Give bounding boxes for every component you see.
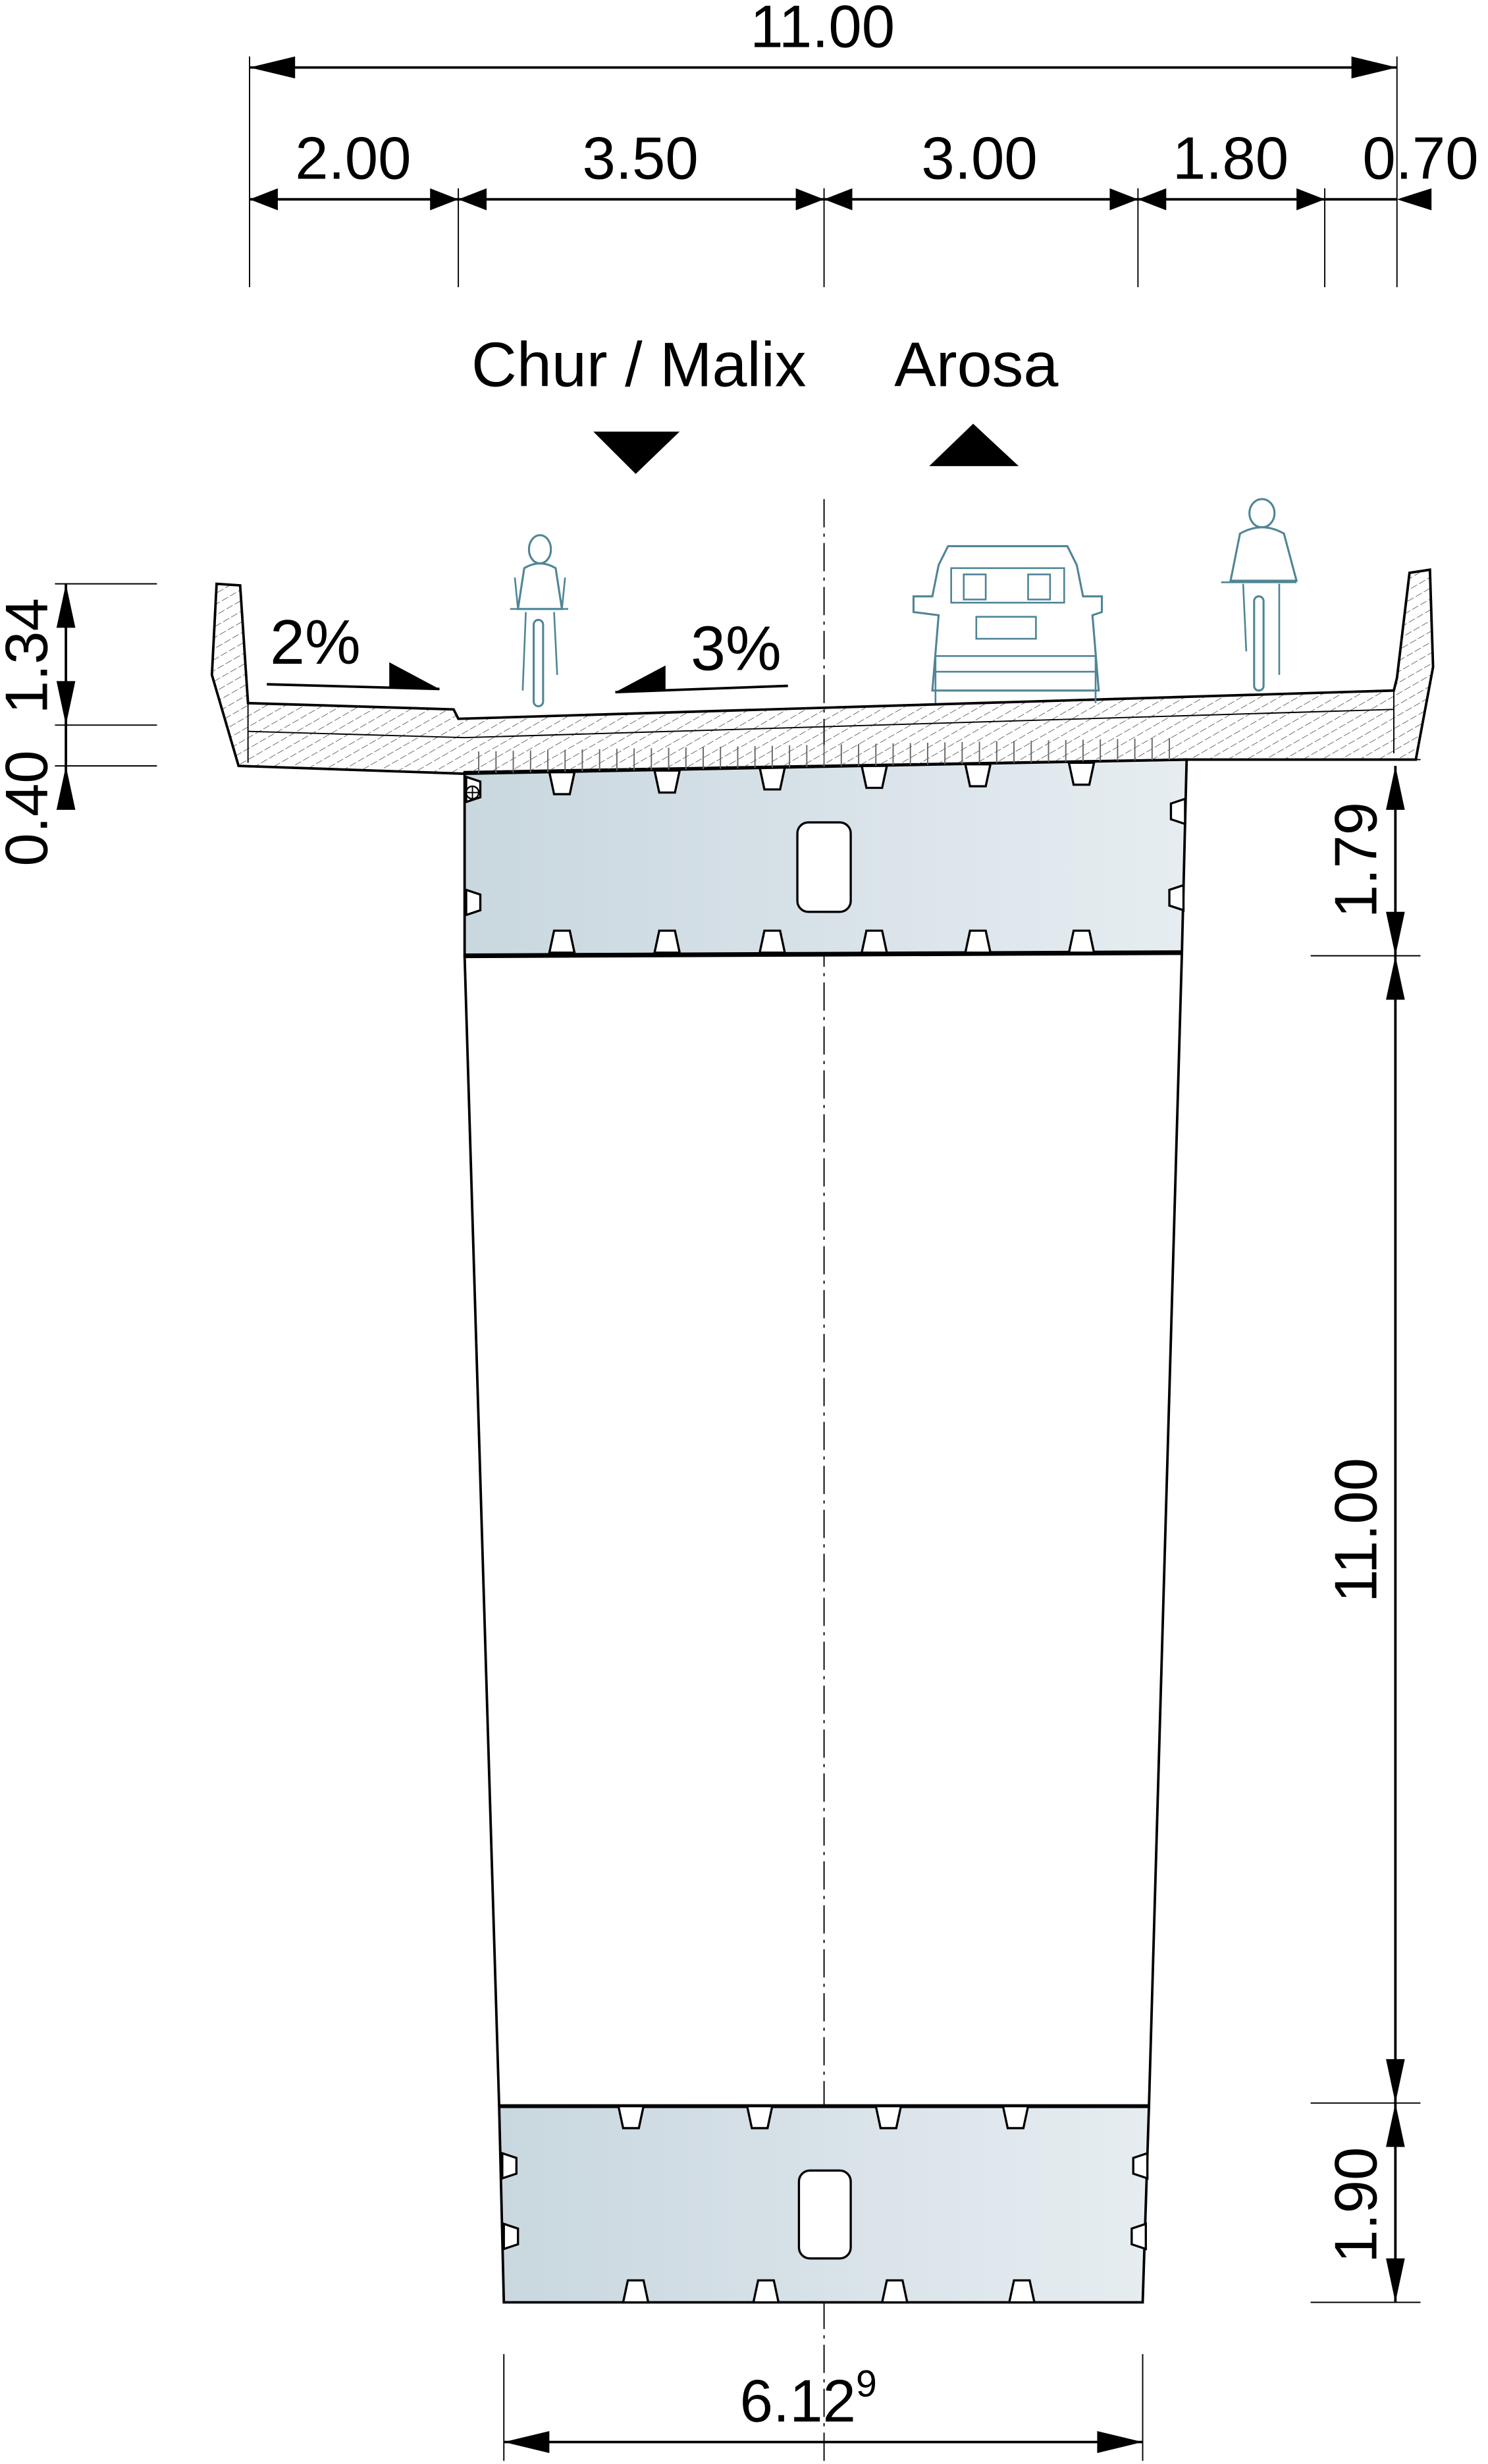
- deck-height-label: 1.34: [0, 598, 61, 714]
- arrowhead-icon: [1396, 188, 1432, 211]
- stiffener: [1169, 797, 1186, 826]
- cyclist-right-figure: [1221, 498, 1298, 692]
- stiffener: [964, 763, 992, 788]
- stiffener: [758, 929, 787, 954]
- stiffener: [874, 2104, 903, 2129]
- direction-arosa-label: Arosa: [894, 330, 1059, 400]
- direction-labels: Chur / Malix Arosa: [471, 330, 1059, 474]
- extension-lines: [249, 56, 1398, 288]
- arrowhead-icon: [430, 188, 459, 211]
- stiffener: [622, 2279, 650, 2304]
- segment-label: 3.00: [921, 126, 1037, 192]
- arrowhead-icon: [56, 766, 76, 810]
- stiffener: [1001, 2104, 1030, 2129]
- stiffener: [1132, 2151, 1149, 2180]
- slope-arrow-icon: [389, 662, 440, 689]
- stiffener: [1067, 929, 1096, 954]
- arrowhead-icon: [1138, 188, 1167, 211]
- car-rear-view-figure: [912, 545, 1103, 703]
- segment-label: 0.70: [1362, 126, 1478, 192]
- slab-thickness-label: 0.40: [0, 750, 61, 866]
- arrowhead-icon: [824, 188, 853, 211]
- stiffener: [548, 929, 576, 954]
- stiffener: [880, 2279, 909, 2304]
- segment-label: 1.80: [1173, 126, 1289, 192]
- triangle-up-icon: [929, 423, 1019, 466]
- stiffeners: [465, 761, 1186, 954]
- stiffeners: [501, 2104, 1149, 2304]
- lower-steel-box: [498, 2104, 1151, 2304]
- arrowhead-icon: [1109, 188, 1138, 211]
- stiffener: [465, 888, 482, 917]
- stiffener: [1168, 883, 1185, 912]
- slope-left-label: 2%: [270, 608, 361, 678]
- stiffener: [752, 2279, 780, 2304]
- access-opening: [796, 821, 852, 913]
- slope-indicators: 2% 3%: [267, 608, 788, 694]
- segment-label: 2.00: [295, 126, 411, 192]
- shear-connectors: [478, 737, 1171, 774]
- stiffener: [1067, 761, 1096, 786]
- access-opening: [797, 2169, 852, 2260]
- arrowhead-icon: [795, 188, 824, 211]
- cyclist-left-figure: [510, 534, 568, 708]
- upper-steel-box: [463, 758, 1188, 959]
- shaft-height-label: 11.00: [1323, 1458, 1390, 1603]
- arrowhead-icon: [1296, 188, 1325, 211]
- stiffener: [617, 2104, 645, 2129]
- segment-arrowheads: [250, 188, 1432, 211]
- stiffener: [501, 2151, 518, 2180]
- left-dimensions: 1.34 0.40: [0, 583, 157, 867]
- arrowhead-icon: [458, 188, 487, 211]
- stiffener: [964, 929, 992, 954]
- stiffener: [860, 764, 889, 790]
- stiffener: [502, 2222, 519, 2251]
- stiffener: [548, 770, 576, 795]
- stiffener: [1007, 2279, 1036, 2304]
- arrowhead-icon: [250, 188, 278, 211]
- stiffener: [745, 2104, 774, 2129]
- segment-label: 3.50: [583, 126, 699, 192]
- direction-chur-malix-label: Chur / Malix: [471, 330, 807, 400]
- right-dimensions: 1.79 11.00 1.90: [1310, 759, 1421, 2303]
- stiffener: [860, 929, 889, 954]
- slope-arrow-icon: [615, 665, 666, 693]
- overall-width-label: 11.00: [750, 0, 895, 61]
- arrowhead-icon: [56, 583, 76, 628]
- arrowhead-icon: [56, 681, 76, 726]
- triangle-down-icon: [593, 431, 680, 474]
- pier-shaft: [463, 952, 1184, 2106]
- stiffener: [653, 929, 681, 954]
- top-dimensions: 11.00 2.00 3.50 3.00 1.80 0.70: [249, 0, 1479, 288]
- upper-box-height-label: 1.79: [1323, 802, 1390, 918]
- stiffener: [1130, 2222, 1147, 2251]
- bottom-dimension: 6.129: [503, 2354, 1144, 2461]
- concrete-deck: [210, 568, 1435, 775]
- arrowhead-icon: [1351, 56, 1397, 79]
- stiffener: [653, 769, 681, 794]
- base-width-label: 6.129: [740, 2363, 877, 2435]
- lower-box-height-label: 1.90: [1323, 2147, 1390, 2263]
- slope-right-label: 3%: [691, 614, 782, 684]
- arrowhead-icon: [250, 56, 296, 79]
- stiffener: [758, 766, 787, 791]
